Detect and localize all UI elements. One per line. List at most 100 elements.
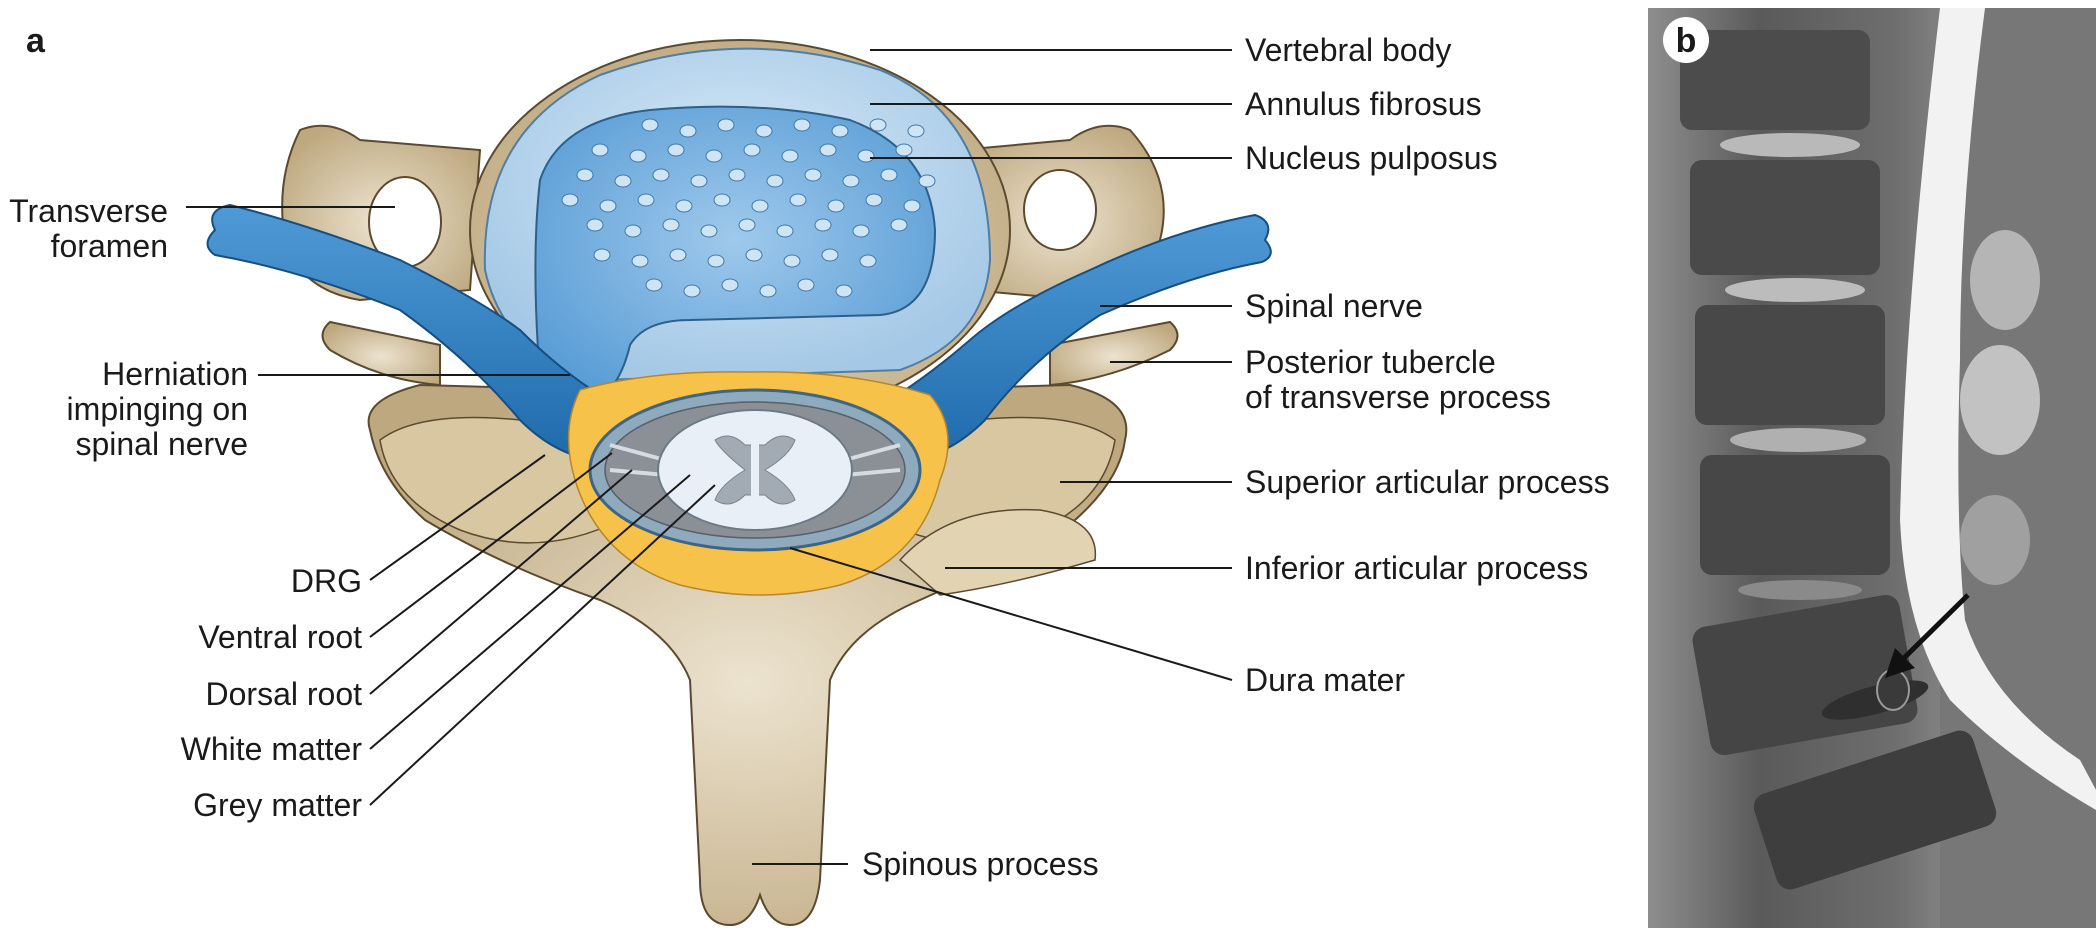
nucleus-dot bbox=[624, 224, 642, 238]
label-spinous-process: Spinous process bbox=[862, 846, 1099, 882]
nucleus-dot bbox=[591, 143, 609, 157]
label-nucleus-pulposus: Nucleus pulposus bbox=[1245, 140, 1498, 176]
nucleus-dots bbox=[561, 118, 936, 298]
nucleus-dot bbox=[821, 248, 839, 262]
mri-disc-3 bbox=[1730, 428, 1866, 452]
nucleus-dot bbox=[766, 174, 784, 188]
nucleus-dot bbox=[857, 149, 875, 163]
nucleus-dot bbox=[789, 193, 807, 207]
nucleus-dot bbox=[865, 193, 883, 207]
nucleus-dot bbox=[743, 143, 761, 157]
mri-facet-3 bbox=[1960, 495, 2030, 585]
nucleus-dot bbox=[713, 193, 731, 207]
mri-disc-4 bbox=[1738, 580, 1862, 600]
nucleus-dot bbox=[675, 199, 693, 213]
nucleus-dot bbox=[700, 224, 718, 238]
nucleus-dot bbox=[707, 254, 725, 268]
nucleus-dot bbox=[614, 174, 632, 188]
label-transverse-foramen-line1: Transverse bbox=[9, 193, 168, 229]
nucleus-dot bbox=[667, 143, 685, 157]
label-posterior-tubercle-line1: Posterior tubercle bbox=[1245, 344, 1496, 380]
label-annulus-fibrosus: Annulus fibrosus bbox=[1245, 86, 1482, 122]
label-inferior-articular-process: Inferior articular process bbox=[1245, 550, 1588, 586]
label-herniation-line3: spinal nerve bbox=[75, 426, 248, 462]
nucleus-dot bbox=[721, 278, 739, 292]
mri-disc-1 bbox=[1720, 133, 1860, 157]
nucleus-dot bbox=[903, 199, 921, 213]
label-ventral-root: Ventral root bbox=[198, 619, 362, 655]
nucleus-dot bbox=[705, 149, 723, 163]
mri-spinal-canal-csf bbox=[1900, 8, 2096, 810]
mri-arrow-shaft bbox=[1900, 593, 1970, 662]
nucleus-dot bbox=[859, 254, 877, 268]
panel-b-label: b bbox=[1676, 22, 1697, 60]
mri-facet-2 bbox=[1960, 345, 2040, 455]
label-vertebral-body: Vertebral body bbox=[1245, 32, 1451, 68]
nucleus-dot bbox=[728, 168, 746, 182]
label-herniation-line2: impinging on bbox=[67, 391, 248, 427]
nucleus-dot bbox=[561, 193, 579, 207]
nucleus-dot bbox=[781, 149, 799, 163]
mri-herniation-nodule bbox=[1876, 669, 1910, 711]
mri-sacrum bbox=[1753, 730, 1997, 890]
nucleus-dot bbox=[576, 168, 594, 182]
nucleus-dot bbox=[907, 124, 925, 138]
panel-a-label: a bbox=[26, 22, 46, 60]
label-dura-mater: Dura mater bbox=[1245, 662, 1405, 698]
nucleus-dot bbox=[641, 118, 659, 132]
nucleus-dot bbox=[797, 278, 815, 292]
nucleus-dot bbox=[869, 118, 887, 132]
nucleus-dot bbox=[819, 143, 837, 157]
right-inferior-articular-process bbox=[898, 508, 1097, 596]
mri-vertebral-body-3 bbox=[1695, 305, 1885, 425]
nucleus-dot bbox=[783, 254, 801, 268]
nucleus-dot bbox=[852, 224, 870, 238]
nucleus-dot bbox=[835, 284, 853, 298]
nucleus-dot bbox=[645, 278, 663, 292]
nucleus-dot bbox=[793, 118, 811, 132]
left-nerve-roots bbox=[609, 443, 666, 477]
nucleus-dot bbox=[690, 174, 708, 188]
label-superior-articular-process: Superior articular process bbox=[1245, 464, 1610, 500]
nucleus-dot bbox=[662, 218, 680, 232]
label-herniation-line1: Herniation bbox=[102, 356, 248, 392]
nucleus-dot bbox=[880, 168, 898, 182]
nucleus-dot bbox=[717, 118, 735, 132]
nucleus-dot bbox=[593, 248, 611, 262]
nucleus-dot bbox=[669, 248, 687, 262]
label-grey-matter: Grey matter bbox=[193, 787, 362, 823]
mri-panel: b bbox=[1648, 8, 2096, 928]
mri-disc-2 bbox=[1725, 278, 1865, 302]
nucleus-dot bbox=[683, 284, 701, 298]
nucleus-dot bbox=[751, 199, 769, 213]
nucleus-dot bbox=[586, 218, 604, 232]
nucleus-dot bbox=[629, 149, 647, 163]
nucleus-dot bbox=[755, 124, 773, 138]
nucleus-dot bbox=[631, 254, 649, 268]
mri-vertebral-body-4 bbox=[1700, 455, 1890, 575]
nucleus-dot bbox=[804, 168, 822, 182]
mri-facet-1 bbox=[1970, 230, 2040, 330]
central-canal bbox=[751, 420, 759, 520]
mri-vertebral-body-2 bbox=[1690, 160, 1880, 275]
nucleus-dot bbox=[918, 174, 936, 188]
vertebra-illustration bbox=[281, 39, 1179, 927]
label-dorsal-root: Dorsal root bbox=[206, 676, 363, 712]
panel-b-badge bbox=[1663, 17, 1709, 63]
nucleus-dot bbox=[599, 199, 617, 213]
nucleus-dot bbox=[776, 224, 794, 238]
nucleus-dot bbox=[738, 218, 756, 232]
nucleus-dot bbox=[745, 248, 763, 262]
nucleus-dot bbox=[827, 199, 845, 213]
right-transverse-foramen bbox=[1023, 169, 1097, 251]
nucleus-dot bbox=[759, 284, 777, 298]
label-white-matter: White matter bbox=[181, 731, 363, 767]
mri-arrow-head bbox=[1885, 648, 1915, 678]
nucleus-dot bbox=[814, 218, 832, 232]
label-spinal-nerve: Spinal nerve bbox=[1245, 288, 1423, 324]
nucleus-dot bbox=[679, 124, 697, 138]
nucleus-dot bbox=[890, 218, 908, 232]
right-nerve-roots bbox=[844, 443, 901, 477]
leader-lines bbox=[186, 49, 1233, 865]
